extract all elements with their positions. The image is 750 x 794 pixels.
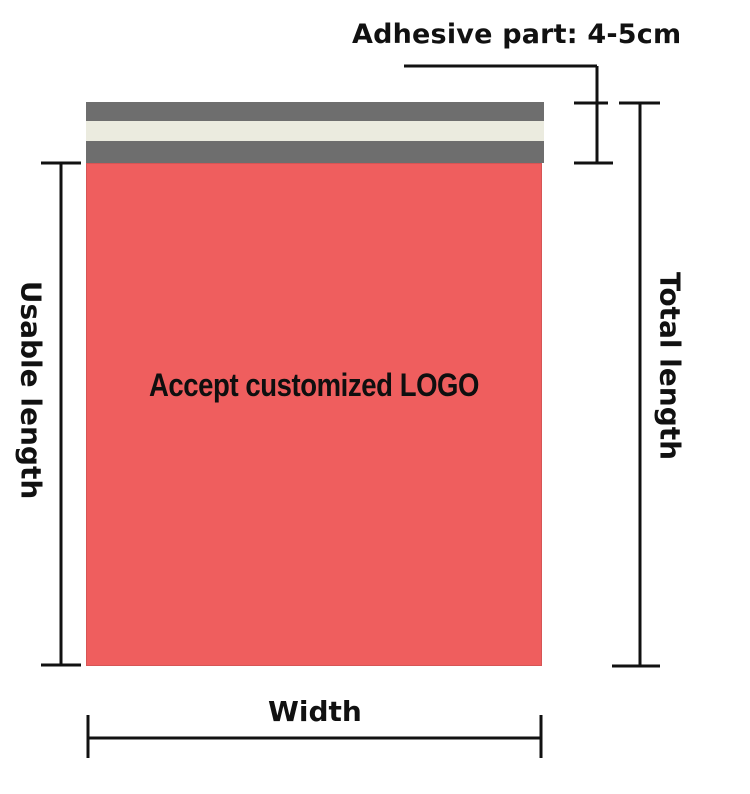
bag-body: Accept customized LOGO	[86, 163, 542, 666]
adhesive-strip-top	[86, 102, 544, 121]
adhesive-part-label: Adhesive part: 4-5cm	[352, 19, 682, 50]
total-length-label: Total length	[653, 271, 687, 461]
adhesive-strip-bottom	[86, 141, 544, 163]
logo-text: Accept customized LOGO	[148, 367, 479, 403]
width-label: Width	[268, 695, 362, 728]
adhesive-strip-middle	[86, 121, 544, 141]
usable-length-label: Usable length	[14, 280, 48, 500]
